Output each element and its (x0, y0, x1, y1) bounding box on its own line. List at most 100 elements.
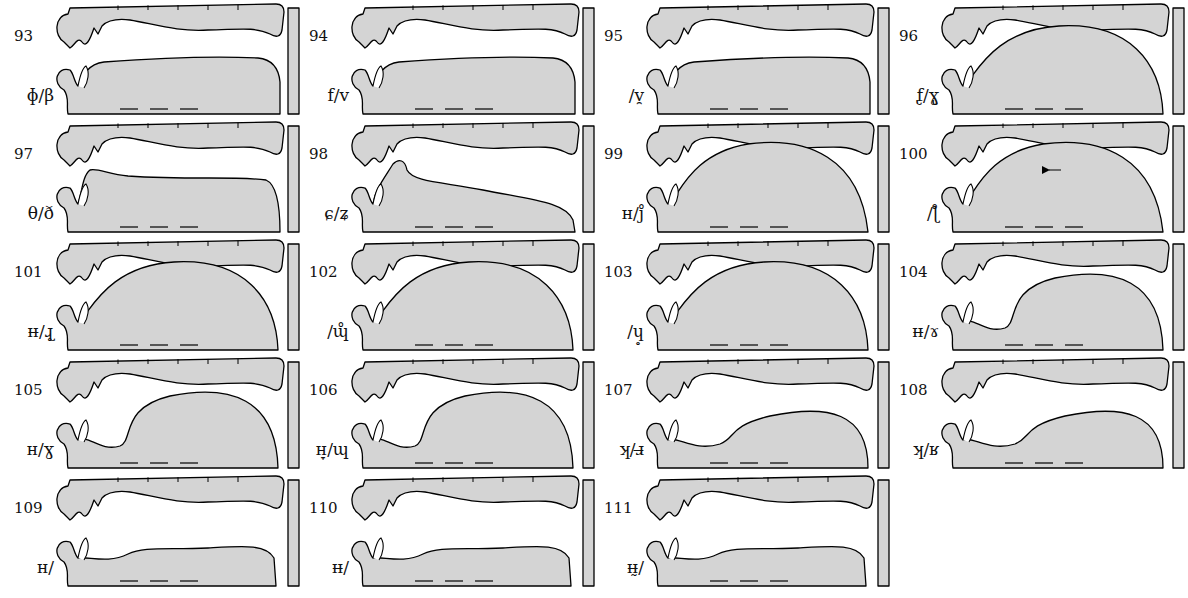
vocal-tract (942, 122, 1184, 232)
jaw-dash (1005, 108, 1023, 109)
tongue-lower-jaw (57, 170, 280, 232)
jaw-dash (770, 580, 788, 581)
tongue-lower-jaw (352, 161, 575, 232)
jaw-dash (120, 108, 138, 109)
palate-tick (503, 477, 504, 482)
vocal-tract (57, 358, 299, 468)
upper-jaw (647, 4, 874, 48)
direction-arrow (1049, 170, 1061, 171)
jaw-dash (120, 580, 138, 581)
vocal-tract (57, 122, 299, 232)
tongue-lower-jaw (352, 57, 575, 114)
palate-tick (148, 359, 149, 364)
palate-tick (738, 123, 739, 128)
upper-jaw (647, 476, 874, 520)
palate-tick (413, 124, 414, 129)
palate-tick (473, 5, 474, 10)
palate-tick (1063, 5, 1064, 10)
palate-tick (118, 360, 119, 365)
pharynx-wall (878, 480, 889, 586)
ipa-symbol: /ɰ̊ (327, 322, 349, 341)
palate-tick (533, 123, 534, 128)
jaw-dash (475, 580, 493, 581)
jaw-dash (710, 344, 728, 345)
jaw-dash (180, 580, 198, 581)
tongue-lower-jaw (647, 57, 870, 114)
callout-number: 103 (604, 264, 633, 281)
palate-tick (473, 241, 474, 246)
vocal-tract (942, 240, 1184, 350)
palate-tick (443, 477, 444, 482)
vocal-tract (647, 122, 889, 232)
palate-tick (208, 241, 209, 246)
palate-tick (503, 359, 504, 364)
jaw-dash (150, 226, 168, 227)
palate-tick (798, 241, 799, 246)
jaw-dash (770, 226, 788, 227)
palate-tick (798, 477, 799, 482)
callout-number: 95 (604, 28, 623, 45)
lower-teeth (963, 184, 973, 206)
pharynx-wall (1173, 244, 1184, 350)
palate-tick (768, 5, 769, 10)
palate-tick (413, 478, 414, 483)
palate-tick (768, 477, 769, 482)
tongue-lower-jaw (57, 392, 278, 468)
vocal-tract (942, 4, 1184, 114)
jaw-dash (1035, 344, 1053, 345)
palate-tick (473, 359, 474, 364)
palate-tick (148, 5, 149, 10)
callout-number: 102 (309, 264, 338, 281)
jaw-dash (120, 226, 138, 227)
pharynx-wall (878, 126, 889, 232)
jaw-dash (415, 226, 433, 227)
callout-number: 104 (899, 264, 928, 281)
pharynx-wall (1173, 362, 1184, 468)
palate-tick (738, 359, 739, 364)
palate-tick (118, 478, 119, 483)
palate-tick (768, 241, 769, 246)
lower-teeth (78, 184, 88, 206)
jaw-dash (740, 344, 758, 345)
ipa-symbol: ʜ̞/ɰ (316, 440, 349, 459)
callout-number: 111 (604, 500, 633, 517)
vocal-tract (57, 4, 299, 114)
tongue-lower-jaw (647, 142, 868, 232)
jaw-dash (415, 108, 433, 109)
callout-number: 109 (14, 500, 43, 517)
palate-tick (238, 359, 239, 364)
jaw-dash (445, 108, 463, 109)
lower-teeth (373, 184, 383, 206)
pharynx-wall (583, 480, 594, 586)
palate-tick (738, 5, 739, 10)
palate-tick (413, 242, 414, 247)
tongue-lower-jaw (57, 541, 276, 586)
palate-tick (1033, 123, 1034, 128)
jaw-dash (445, 344, 463, 345)
jaw-dash (740, 108, 758, 109)
palate-tick (1123, 359, 1124, 364)
palate-tick (1123, 123, 1124, 128)
vocal-tract (647, 4, 889, 114)
palate-tick (148, 477, 149, 482)
pharynx-wall (288, 362, 299, 468)
palate-tick (828, 5, 829, 10)
palate-tick (118, 124, 119, 129)
jaw-dash (445, 580, 463, 581)
palate-tick (473, 123, 474, 128)
callout-number: 101 (14, 264, 43, 281)
palate-tick (828, 477, 829, 482)
vocal-tract (352, 4, 594, 114)
callout-number: 105 (14, 382, 43, 399)
palate-tick (118, 6, 119, 11)
palate-tick (443, 359, 444, 364)
callout-number: 108 (899, 382, 928, 399)
callout-number: 110 (309, 500, 338, 517)
palate-tick (1063, 241, 1064, 246)
ipa-symbol: ʜ̶̰/ (627, 558, 644, 577)
jaw-dash (710, 108, 728, 109)
jaw-dash (415, 580, 433, 581)
palate-tick (828, 241, 829, 246)
ipa-symbol: ʞ/ʁ (913, 440, 939, 459)
jaw-dash (475, 226, 493, 227)
